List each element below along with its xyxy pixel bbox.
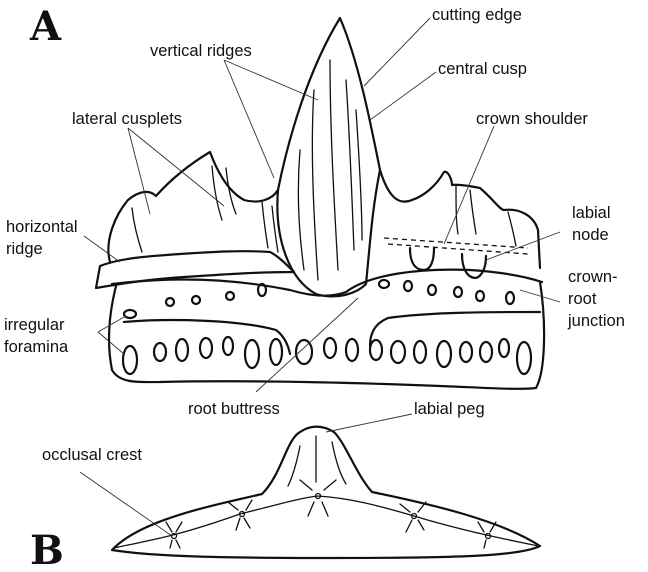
leader-lateral-cusplets-2 [128, 128, 224, 206]
label-labial-node-line1: labial [572, 204, 611, 222]
panel-b-label: B [30, 527, 64, 572]
foramen-lower [414, 341, 426, 363]
label-root-buttress: root buttress [188, 400, 280, 418]
foramen-upper [428, 285, 436, 295]
foramen-upper [226, 292, 234, 300]
central-ridge-5 [356, 110, 362, 240]
right-cusplet-ridge-2 [470, 190, 476, 234]
foramen-lower [296, 340, 312, 364]
foramen-upper [379, 280, 389, 288]
leader-horizontal-ridge [84, 236, 120, 262]
label-vertical-ridges: vertical ridges [150, 42, 252, 60]
foramen-lower [154, 343, 166, 361]
foramen-lower [499, 339, 509, 357]
leader-irregular-foramina-1 [98, 316, 126, 332]
foramen-lower [346, 339, 358, 361]
label-labial-peg: labial peg [414, 400, 485, 418]
foramen-lower [370, 340, 382, 360]
label-irregular-foramina-line2: foramina [4, 338, 69, 356]
tooth-occlusal-view [112, 427, 540, 558]
foramen-lower [123, 346, 137, 374]
foramen-lower [324, 338, 336, 358]
label-crown-root-junction-line2: root [568, 290, 597, 308]
label-horizontal-ridge-line2: ridge [6, 240, 43, 258]
foramen-lower [460, 342, 472, 362]
central-ridge-1 [298, 150, 304, 270]
foramen-lower [391, 341, 405, 363]
labial-node-1 [410, 248, 434, 270]
foramen-lower [517, 342, 531, 374]
foramen-upper [166, 298, 174, 306]
foramen-lower [437, 341, 451, 367]
central-ridge-4 [346, 80, 354, 250]
foramen-lower [223, 337, 233, 355]
label-central-cusp: central cusp [438, 60, 527, 78]
central-ridge-2 [312, 90, 318, 280]
central-cusp-body [277, 170, 380, 296]
label-lateral-cusplets: lateral cusplets [72, 110, 182, 128]
label-crown-shoulder: crown shoulder [476, 110, 588, 128]
foramen-upper [506, 292, 514, 304]
label-crown-root-junction-line1: crown- [568, 268, 618, 286]
foramen-lower [176, 339, 188, 361]
foramen-lower [200, 338, 212, 358]
labial-node-2 [462, 254, 486, 278]
label-horizontal-ridge-line1: horizontal [6, 218, 78, 236]
leader-lateral-cusplets-1 [128, 128, 150, 214]
crest-rays [166, 480, 496, 548]
label-occlusal-crest: occlusal crest [42, 446, 142, 464]
leader-labial-peg [326, 414, 412, 432]
central-ridge-3 [330, 60, 338, 270]
left-cusplet-ridge-5 [132, 208, 142, 252]
peg-ridges [288, 436, 346, 486]
leader-crown-root-junction [520, 290, 560, 302]
label-irregular-foramina-line1: irregular [4, 316, 65, 334]
foramen-upper [124, 310, 136, 318]
leader-irregular-foramina-2 [98, 332, 124, 354]
label-labial-node-line2: node [572, 226, 609, 244]
foramen-lower [480, 342, 492, 362]
foramen-upper [476, 291, 484, 301]
foramen-upper [454, 287, 462, 297]
label-cutting-edge: cutting edge [432, 6, 522, 24]
left-cusplet-ridge-3 [262, 202, 268, 248]
leader-central-cusp [370, 72, 436, 120]
leader-lines [80, 18, 560, 536]
right-cusplet-ridge-1 [456, 186, 458, 234]
root-outline [109, 282, 544, 389]
label-crown-root-junction-line3: junction [567, 312, 625, 330]
occlusal-crest-line [114, 496, 538, 548]
leader-occlusal-crest [80, 472, 172, 536]
leader-labial-node [486, 232, 560, 260]
foramen-lower [245, 340, 259, 368]
crown-shoulder-dashed-1 [384, 238, 528, 248]
foramen-upper [192, 296, 200, 304]
right-cusplet-ridge-3 [508, 212, 516, 246]
foramen-lower [270, 339, 282, 365]
foramen-upper [404, 281, 412, 291]
panel-a-label: A [29, 3, 62, 50]
leader-cutting-edge [364, 18, 430, 86]
occlusal-outline [112, 427, 540, 558]
